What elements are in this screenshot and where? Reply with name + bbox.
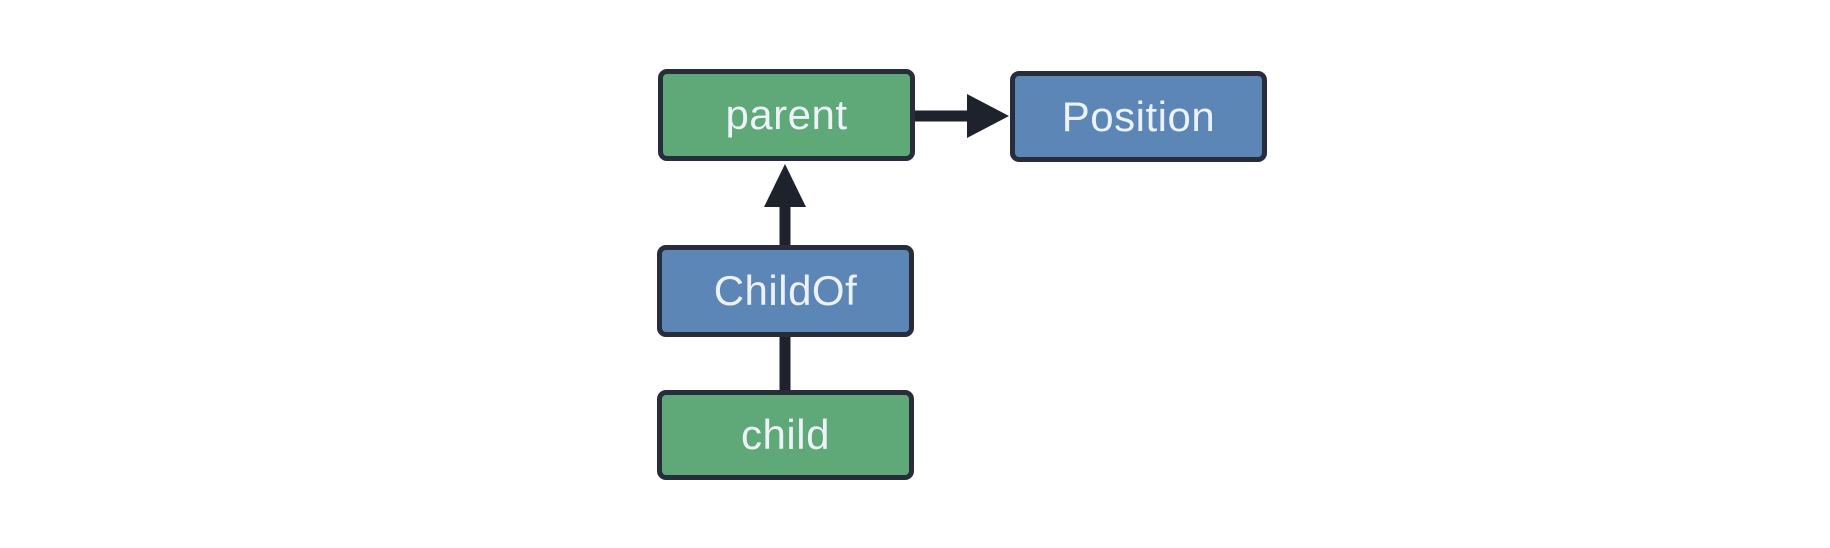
node-parent: parent [658, 69, 915, 161]
node-child: child [657, 390, 914, 480]
node-position-label: Position [1061, 92, 1216, 140]
node-position: Position [1010, 71, 1267, 162]
node-parent-label: parent [725, 91, 848, 138]
node-child-label: child [741, 411, 830, 458]
node-childof-label: ChildOf [713, 267, 858, 314]
node-childof: ChildOf [657, 245, 914, 337]
edge-childof-to-parent [764, 164, 806, 247]
arrowhead-up-icon [764, 164, 806, 207]
arrowhead-right-icon [967, 94, 1009, 138]
edge-parent-to-position [915, 94, 1009, 138]
